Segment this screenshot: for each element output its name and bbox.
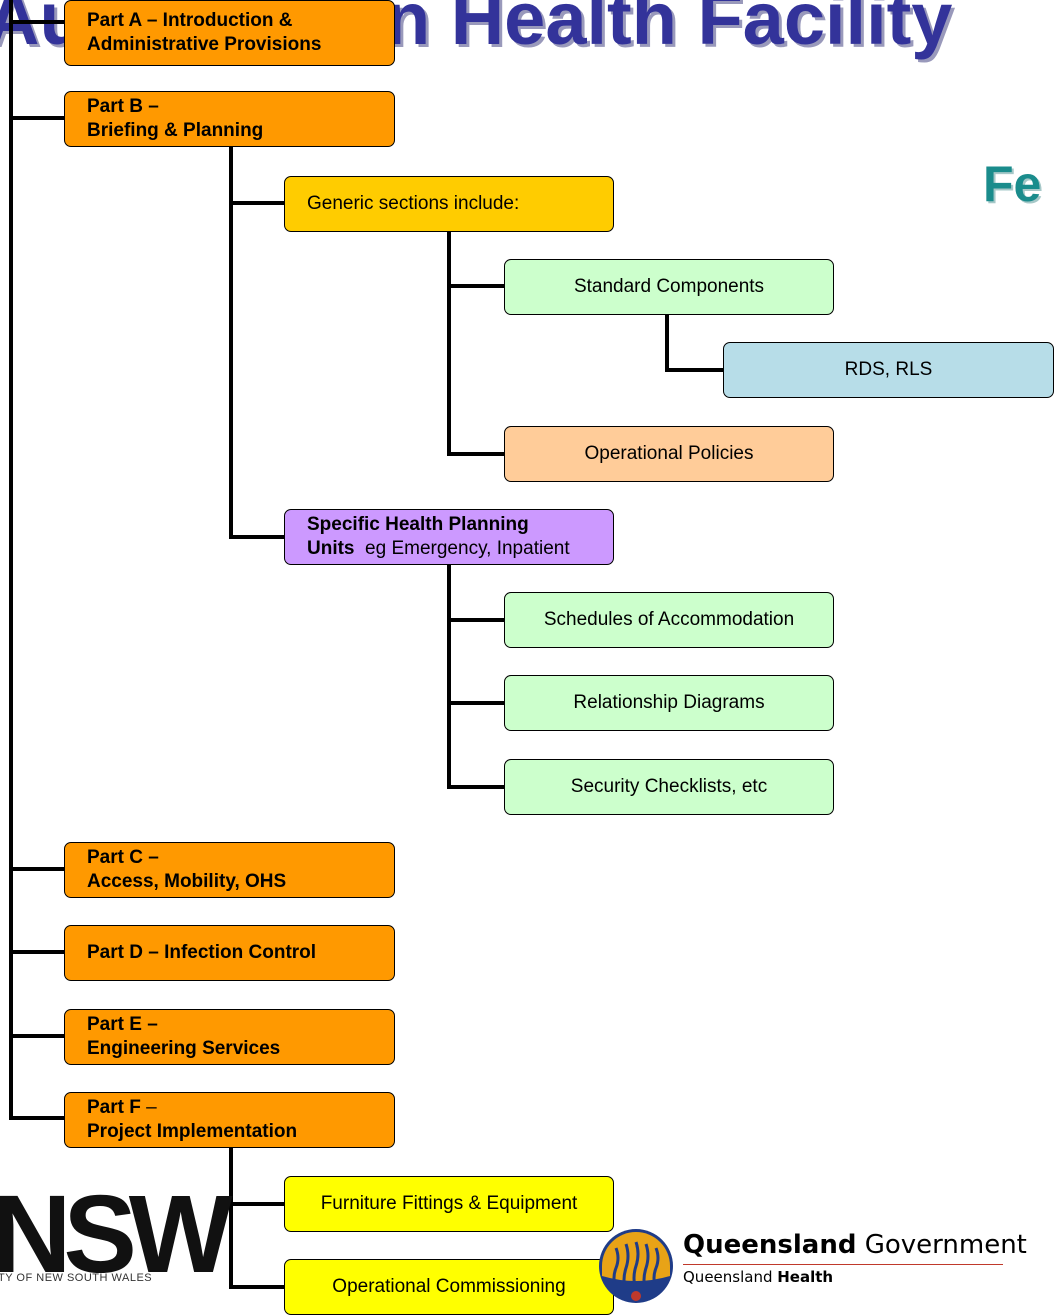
standard-components-label: Standard Components (573, 276, 765, 298)
queensland-emblem-icon (599, 1229, 673, 1303)
standard-components-box: Standard Components (504, 259, 834, 315)
part-f-line2: Project Implementation (87, 1121, 298, 1142)
relationship-diagrams-label: Relationship Diagrams (573, 692, 765, 714)
furniture-fittings-label: Furniture Fittings & Equipment (320, 1193, 578, 1215)
part-d-label: Part D – Infection Control (87, 942, 317, 964)
queensland-government-wordmark: Queensland Government (683, 1230, 1027, 1260)
operational-commissioning-label: Operational Commissioning (332, 1276, 566, 1298)
relationship-diagrams-box: Relationship Diagrams (504, 675, 834, 731)
page-subtitle-fragment: Fe (983, 156, 1042, 212)
nsw-logo-text: TY OF NEW SOUTH WALES (0, 1272, 153, 1284)
operational-commissioning-box: Operational Commissioning (284, 1259, 614, 1315)
part-e-box: Part E – Engineering Services (64, 1009, 395, 1065)
part-e-line1: Part E – (87, 1014, 158, 1036)
part-b-line2: Briefing & Planning (87, 120, 264, 141)
part-e-line2: Engineering Services (87, 1038, 281, 1059)
schedules-of-accommodation-box: Schedules of Accommodation (504, 592, 834, 648)
generic-sections-label: Generic sections include: (307, 193, 520, 215)
qld-name-rest: Government (856, 1230, 1027, 1260)
part-d-box: Part D – Infection Control (64, 925, 395, 981)
part-f-box: Part F – Project Implementation (64, 1092, 395, 1148)
qld-divider (683, 1264, 1003, 1265)
generic-sections-box: Generic sections include: (284, 176, 614, 232)
part-f-line1-bold: Part F (87, 1097, 141, 1119)
rds-rls-label: RDS, RLS (844, 359, 933, 381)
part-c-line2: Access, Mobility, OHS (87, 871, 287, 892)
operational-policies-box: Operational Policies (504, 426, 834, 482)
furniture-fittings-box: Furniture Fittings & Equipment (284, 1176, 614, 1232)
part-f-line1-rest: – (140, 1097, 157, 1119)
rds-rls-box: RDS, RLS (723, 342, 1054, 398)
nsw-logo: NSW (0, 1173, 233, 1296)
part-b-line1: Part B – (87, 96, 159, 118)
security-checklists-label: Security Checklists, etc (570, 776, 768, 798)
queensland-health-wordmark: Queensland Health (683, 1268, 833, 1286)
qld-name-bold: Queensland (683, 1230, 857, 1260)
specific-hpu-examples: eg Emergency, Inpatient (354, 538, 570, 559)
part-a-line2: Administrative Provisions (87, 34, 322, 55)
qld-sub-bold: Health (777, 1268, 834, 1286)
security-checklists-box: Security Checklists, etc (504, 759, 834, 815)
specific-hpu-units: Units (307, 538, 355, 559)
qld-sub-plain: Queensland (683, 1268, 778, 1286)
part-a-box: Part A – Introduction & Administrative P… (64, 0, 395, 66)
specific-hpu-line1: Specific Health Planning (307, 514, 529, 536)
part-c-line1: Part C – (87, 847, 159, 869)
part-b-box: Part B – Briefing & Planning (64, 91, 395, 147)
part-c-box: Part C – Access, Mobility, OHS (64, 842, 395, 898)
specific-health-planning-units-box: Specific Health Planning Units eg Emerge… (284, 509, 614, 565)
schedules-label: Schedules of Accommodation (543, 609, 795, 631)
operational-policies-label: Operational Policies (584, 443, 754, 465)
part-a-line1: Part A – Introduction & (87, 10, 293, 32)
